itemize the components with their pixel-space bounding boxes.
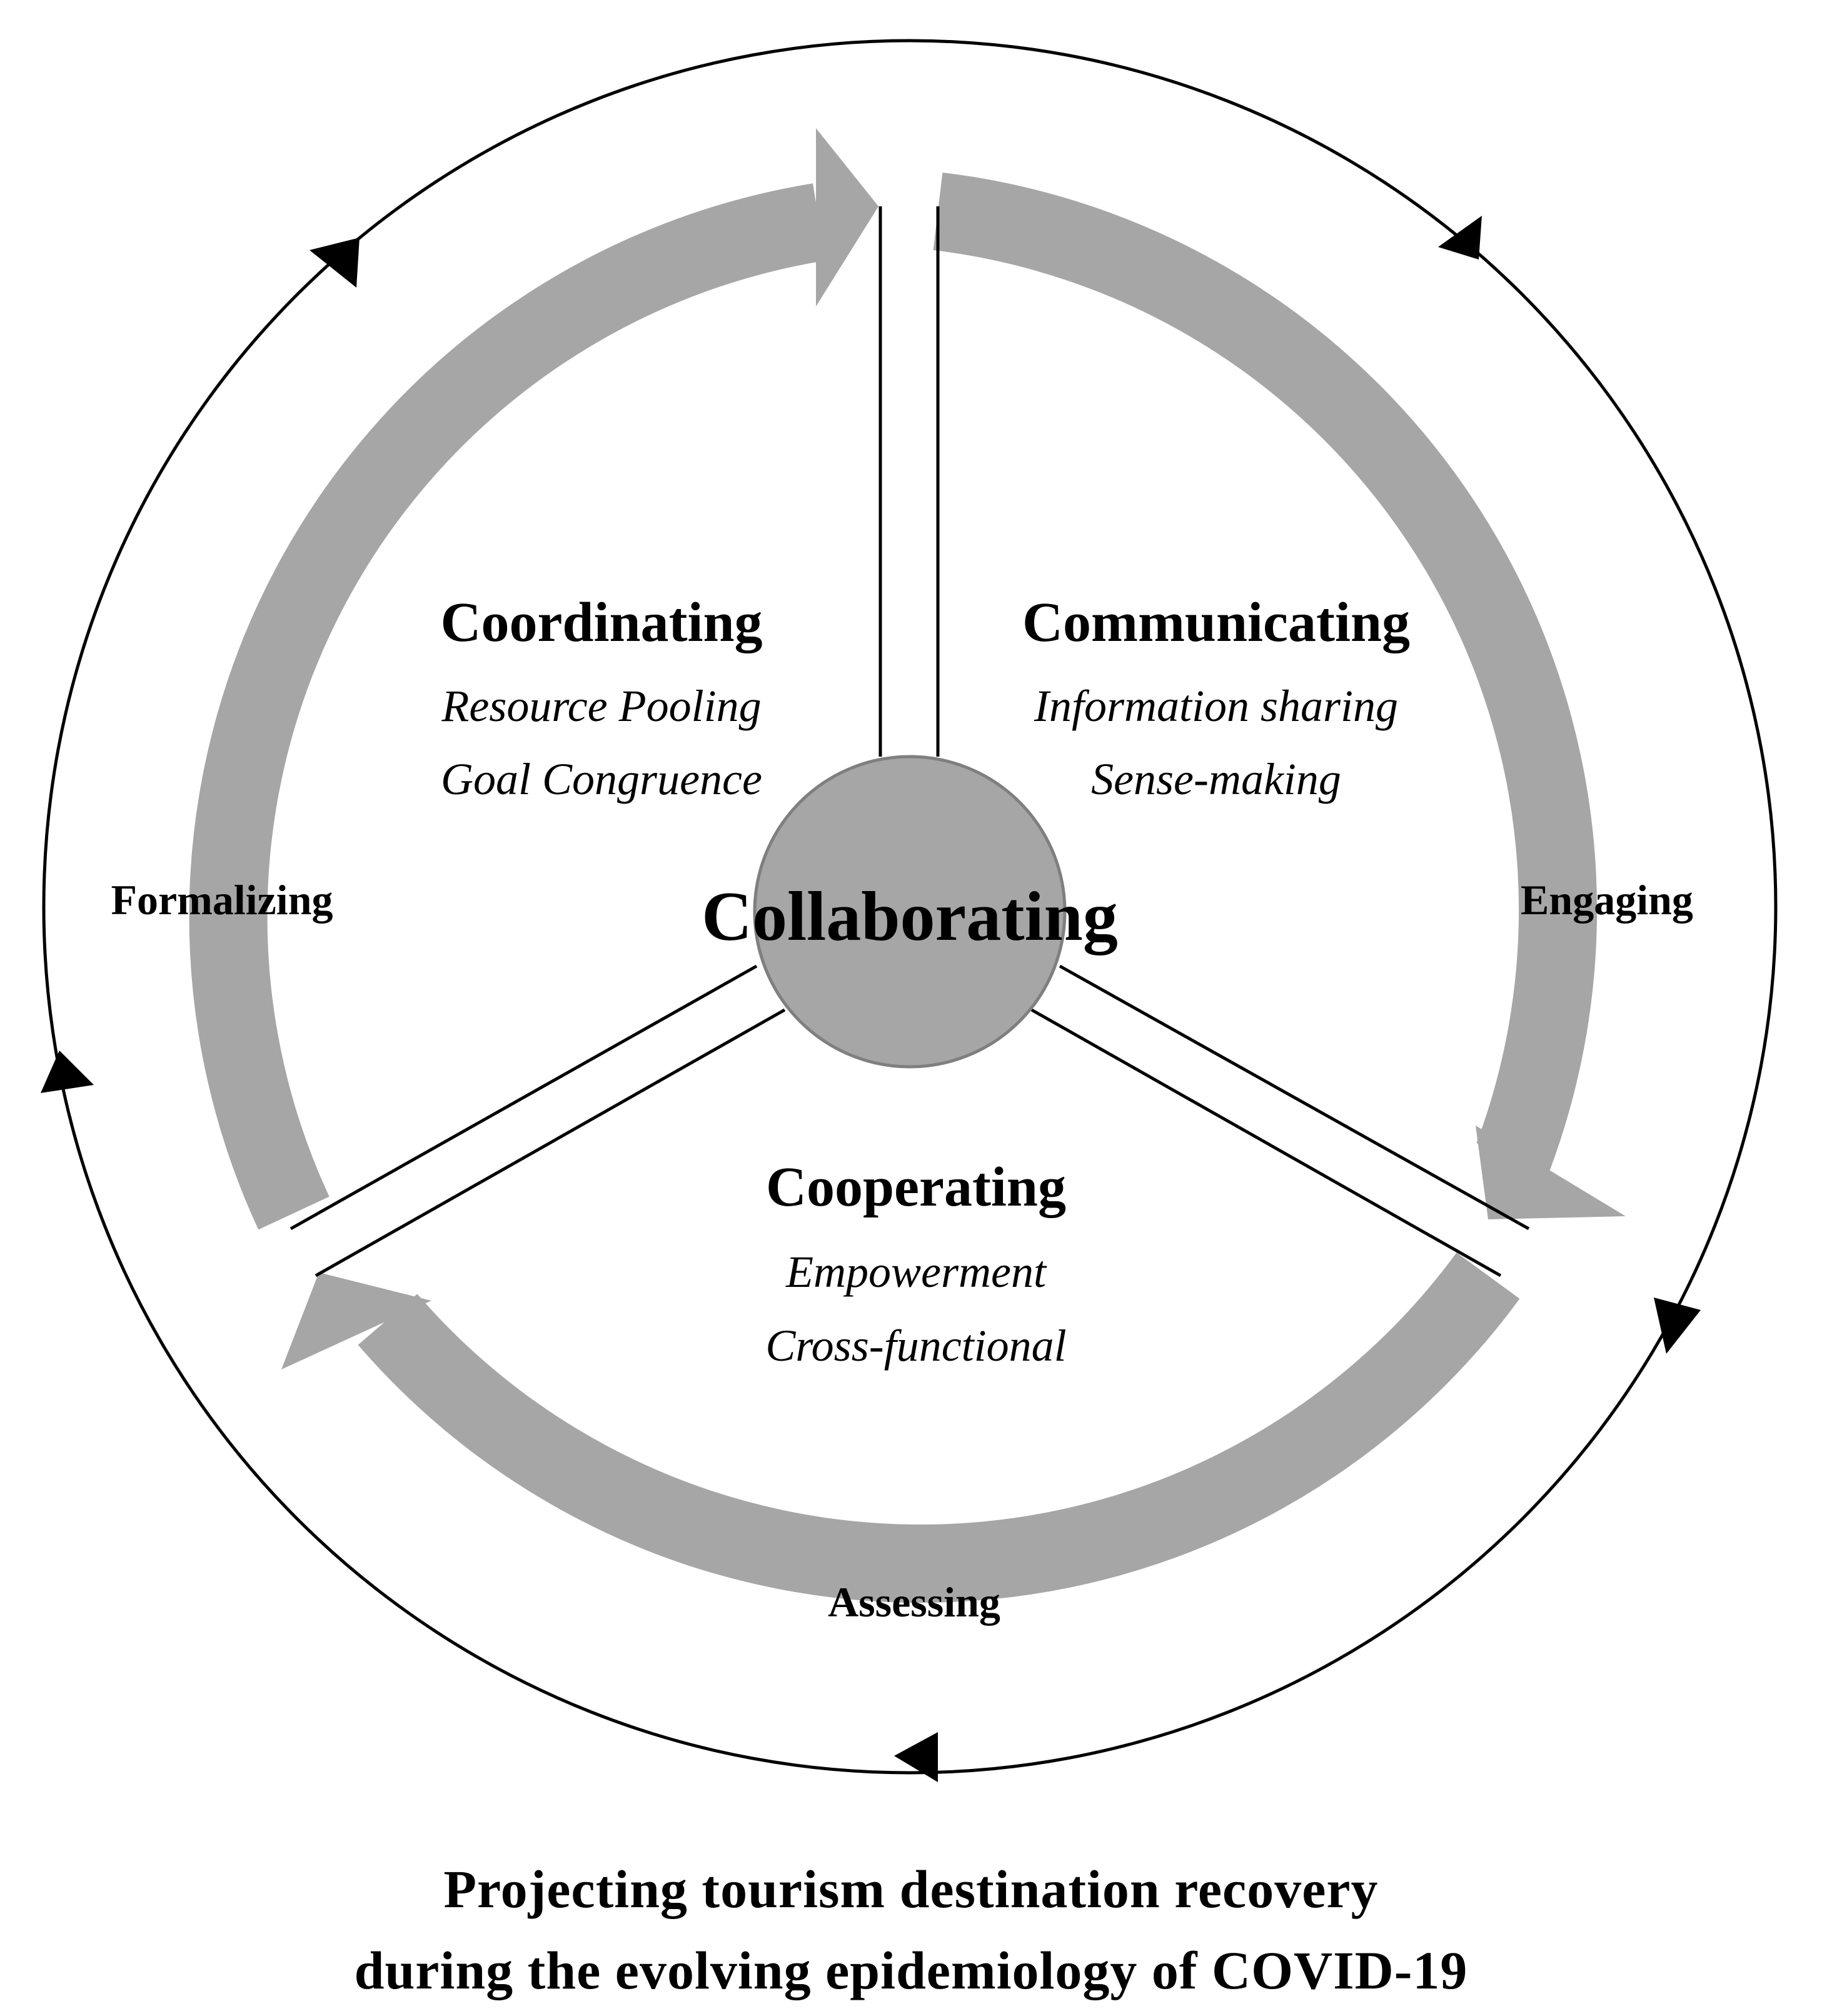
gray-arrow-bottom-segment <box>358 1252 1520 1603</box>
cycle-arrowhead-bottom-right <box>1654 1298 1701 1354</box>
gray-arrow-right-segment <box>933 172 1598 1171</box>
cycle-label-engaging: Engaging <box>1521 876 1693 924</box>
cycle-arrowhead-top-left <box>310 238 360 288</box>
cycle-label-formalizing: Formalizing <box>111 876 333 924</box>
cycle-label-assessing: Assessing <box>828 1578 1000 1626</box>
center-label: Collaborating <box>702 878 1118 955</box>
cycle-arrowhead-top-right <box>1438 216 1482 260</box>
communicating-item-2: Sense-making <box>1091 754 1341 804</box>
spoke-top <box>878 206 940 757</box>
communicating-heading: Communicating <box>1022 592 1410 653</box>
spoke-lower-left <box>289 964 786 1278</box>
spoke-lower-right <box>1030 964 1530 1278</box>
cycle-arrowhead-left <box>41 1051 94 1093</box>
outer-cycle-ring <box>42 39 1778 1775</box>
coordinating-item-1: Resource Pooling <box>441 681 761 731</box>
communicating-item-1: Information sharing <box>1034 681 1398 731</box>
cycle-arrowhead-bottom <box>894 1732 938 1782</box>
cooperating-item-2: Cross-functional <box>765 1321 1066 1371</box>
title-line-2: during the evolving epidemiology of COVI… <box>355 1940 1468 2000</box>
gray-arrowhead-right <box>1476 1126 1626 1219</box>
title-line-1: Projecting tourism destination recovery <box>443 1859 1378 1919</box>
gray-arrowhead-bottom-left <box>281 1273 431 1369</box>
cooperating-item-1: Empowerment <box>785 1247 1047 1297</box>
center-hub <box>753 755 1067 1069</box>
coordinating-heading: Coordinating <box>440 592 762 653</box>
cooperating-heading: Cooperating <box>766 1156 1066 1218</box>
coordinating-item-2: Goal Congruence <box>441 754 762 804</box>
gray-arrow-left-segment <box>189 183 826 1230</box>
gray-arrowhead-top <box>816 128 878 306</box>
